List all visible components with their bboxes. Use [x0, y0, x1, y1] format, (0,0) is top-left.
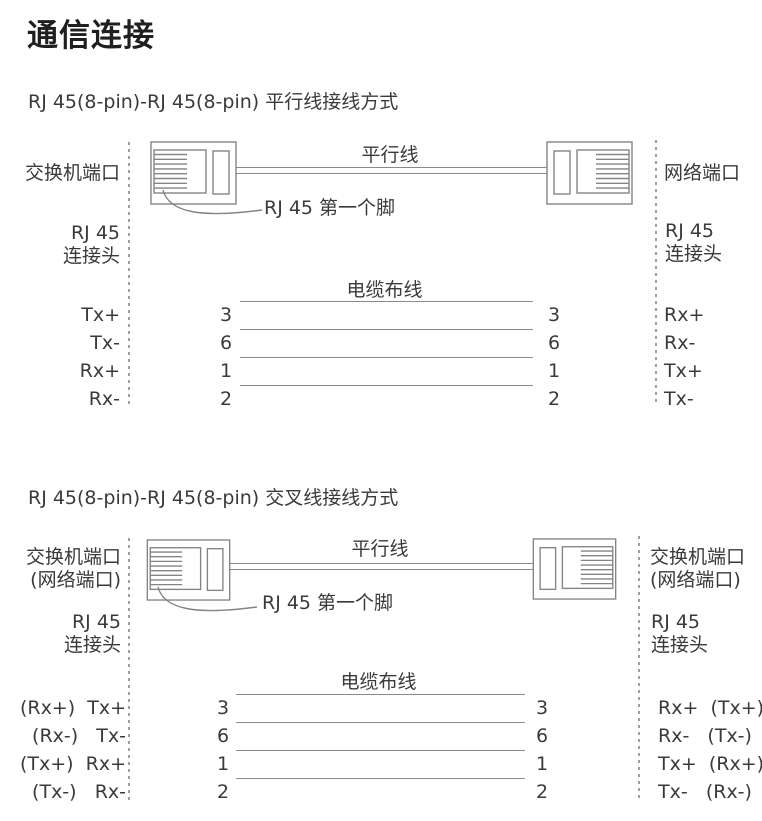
left-pin-number: 2: [219, 388, 233, 410]
right-pin-number: 3: [547, 304, 561, 326]
right-pin-number: 6: [535, 725, 549, 747]
wire-line: [240, 329, 533, 330]
right-signal: Rx-: [664, 332, 696, 354]
wire-line: [236, 750, 525, 751]
section1-cable-line: [236, 167, 547, 174]
wiring-row: (Tx+) Rx+ 1 1 Tx+ (Rx+): [0, 750, 762, 778]
wiring-row: Tx+ 3 3 Rx+: [0, 301, 762, 329]
wire-line: [236, 778, 525, 779]
connector-label-line2: 连接头: [63, 634, 121, 656]
left-pin-number: 6: [219, 332, 233, 354]
page-title: 通信连接: [27, 18, 155, 54]
right-pin-number: 1: [535, 753, 549, 775]
rj45-plug-icon: [146, 539, 231, 601]
wire-line: [236, 722, 525, 723]
section2-subtitle: RJ 45(8-pin)-RJ 45(8-pin) 交叉线接线方式: [28, 487, 399, 509]
left-signal: Rx-: [88, 388, 120, 410]
section2-left-connector-label: RJ 45 连接头: [18, 611, 121, 657]
wiring-row: (Rx+) Tx+ 3 3 Rx+ (Tx+): [0, 694, 762, 722]
wire-line: [240, 301, 533, 302]
right-signal: Tx- (Rx-): [658, 781, 752, 803]
right-signal: Tx+ (Rx+): [658, 753, 762, 775]
connector-label-line1: RJ 45: [665, 220, 715, 242]
section2-left-dashed-divider: [128, 538, 130, 800]
connector-label-line2: 连接头: [62, 245, 120, 267]
section2-right-port-label: 交换机端口 (网络端口): [650, 546, 745, 592]
port-label-line1: 交换机端口: [25, 546, 121, 568]
section1-wiring-title: 电缆布线: [346, 279, 423, 301]
rj45-plug-icon: [546, 141, 633, 205]
right-signal: Rx+: [664, 304, 705, 326]
right-pin-number: 1: [547, 360, 561, 382]
port-label-line2: (网络端口): [30, 569, 121, 591]
left-signal: (Tx-) Rx-: [32, 781, 126, 803]
section2-right-connector-label: RJ 45 连接头: [651, 611, 708, 657]
section2-first-pin-label: RJ 45 第一个脚: [262, 592, 394, 614]
section1-right-connector-label: RJ 45 连接头: [665, 220, 722, 266]
right-signal: Tx-: [664, 388, 694, 410]
right-pin-number: 2: [535, 781, 549, 803]
connector-label-line1: RJ 45: [71, 611, 121, 633]
left-signal: Tx-: [90, 332, 120, 354]
section1-right-port-label: 网络端口: [664, 162, 741, 184]
section1-first-pin-label: RJ 45 第一个脚: [264, 197, 396, 219]
left-signal: (Rx-) Tx-: [32, 725, 126, 747]
connector-label-line1: RJ 45: [651, 611, 701, 633]
wire-line: [240, 357, 533, 358]
left-pin-number: 3: [216, 697, 230, 719]
left-signal: Rx+: [79, 360, 120, 382]
wire-line: [240, 385, 533, 386]
left-pin-number: 1: [219, 360, 233, 382]
first-pin-pointer-curve: [162, 189, 263, 215]
left-pin-number: 3: [219, 304, 233, 326]
right-signal: Rx- (Tx-): [658, 725, 752, 747]
section2-cable-label: 平行线: [351, 538, 409, 560]
section1-subtitle: RJ 45(8-pin)-RJ 45(8-pin) 平行线接线方式: [28, 91, 399, 113]
left-pin-number: 1: [216, 753, 230, 775]
first-pin-pointer-curve: [157, 586, 258, 612]
rj45-plug-icon: [532, 538, 617, 600]
left-signal: (Tx+) Rx+: [19, 753, 126, 775]
wiring-row: Rx- 2 2 Tx-: [0, 385, 762, 413]
port-label-line1: 交换机端口: [650, 546, 746, 568]
section2-left-port-label: 交换机端口 (网络端口): [18, 546, 121, 592]
connector-label-line2: 连接头: [665, 243, 723, 265]
right-signal: Tx+: [664, 360, 703, 382]
section2-cable-line: [230, 563, 533, 570]
section2-wiring-title: 电缆布线: [340, 671, 417, 693]
right-pin-number: 2: [547, 388, 561, 410]
connector-label-line2: 连接头: [651, 634, 709, 656]
left-pin-number: 6: [216, 725, 230, 747]
left-signal: Tx+: [81, 304, 120, 326]
wire-line: [236, 694, 525, 695]
section1-right-dashed-divider: [655, 140, 657, 405]
right-signal: Rx+ (Tx+): [658, 697, 762, 719]
section1-left-port-label: 交换机端口: [24, 162, 120, 184]
port-label-line2: (网络端口): [650, 569, 741, 591]
connector-label-line1: RJ 45: [70, 222, 120, 244]
wiring-row: Tx- 6 6 Rx-: [0, 329, 762, 357]
left-pin-number: 2: [216, 781, 230, 803]
section1-left-connector-label: RJ 45 连接头: [18, 222, 120, 268]
section1-cable-label: 平行线: [361, 144, 419, 166]
left-signal: (Rx+) Tx+: [19, 697, 126, 719]
wiring-row: (Tx-) Rx- 2 2 Tx- (Rx-): [0, 778, 762, 806]
section1-left-dashed-divider: [128, 142, 130, 405]
section2-right-dashed-divider: [638, 536, 640, 800]
wiring-row: (Rx-) Tx- 6 6 Rx- (Tx-): [0, 722, 762, 750]
right-pin-number: 6: [547, 332, 561, 354]
wiring-row: Rx+ 1 1 Tx+: [0, 357, 762, 385]
right-pin-number: 3: [535, 697, 549, 719]
